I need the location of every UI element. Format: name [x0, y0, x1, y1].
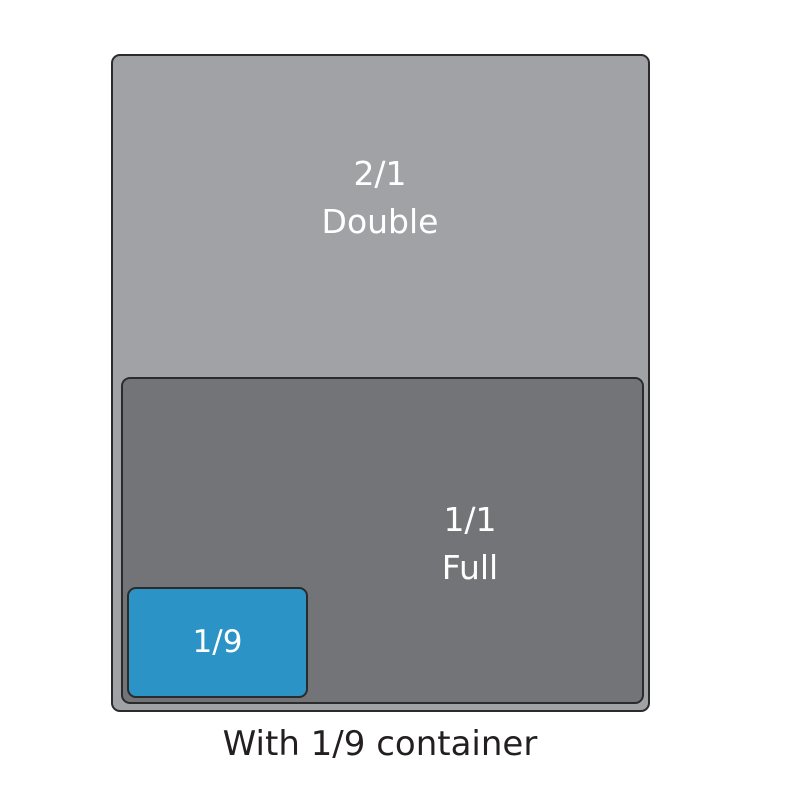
gastronorm-1-9-container: [127, 587, 308, 698]
double-pan-label: 2/1 Double: [240, 150, 520, 246]
full-pan-fraction: 1/1: [443, 500, 497, 539]
ninth-container-label: 1/9: [127, 618, 308, 666]
full-pan-name: Full: [441, 548, 499, 587]
full-pan-label: 1/1 Full: [350, 496, 590, 592]
diagram-caption: With 1/9 container: [222, 724, 538, 764]
double-pan-fraction: 2/1: [353, 154, 407, 193]
double-pan-name: Double: [321, 202, 439, 241]
ninth-container-fraction: 1/9: [192, 624, 243, 660]
